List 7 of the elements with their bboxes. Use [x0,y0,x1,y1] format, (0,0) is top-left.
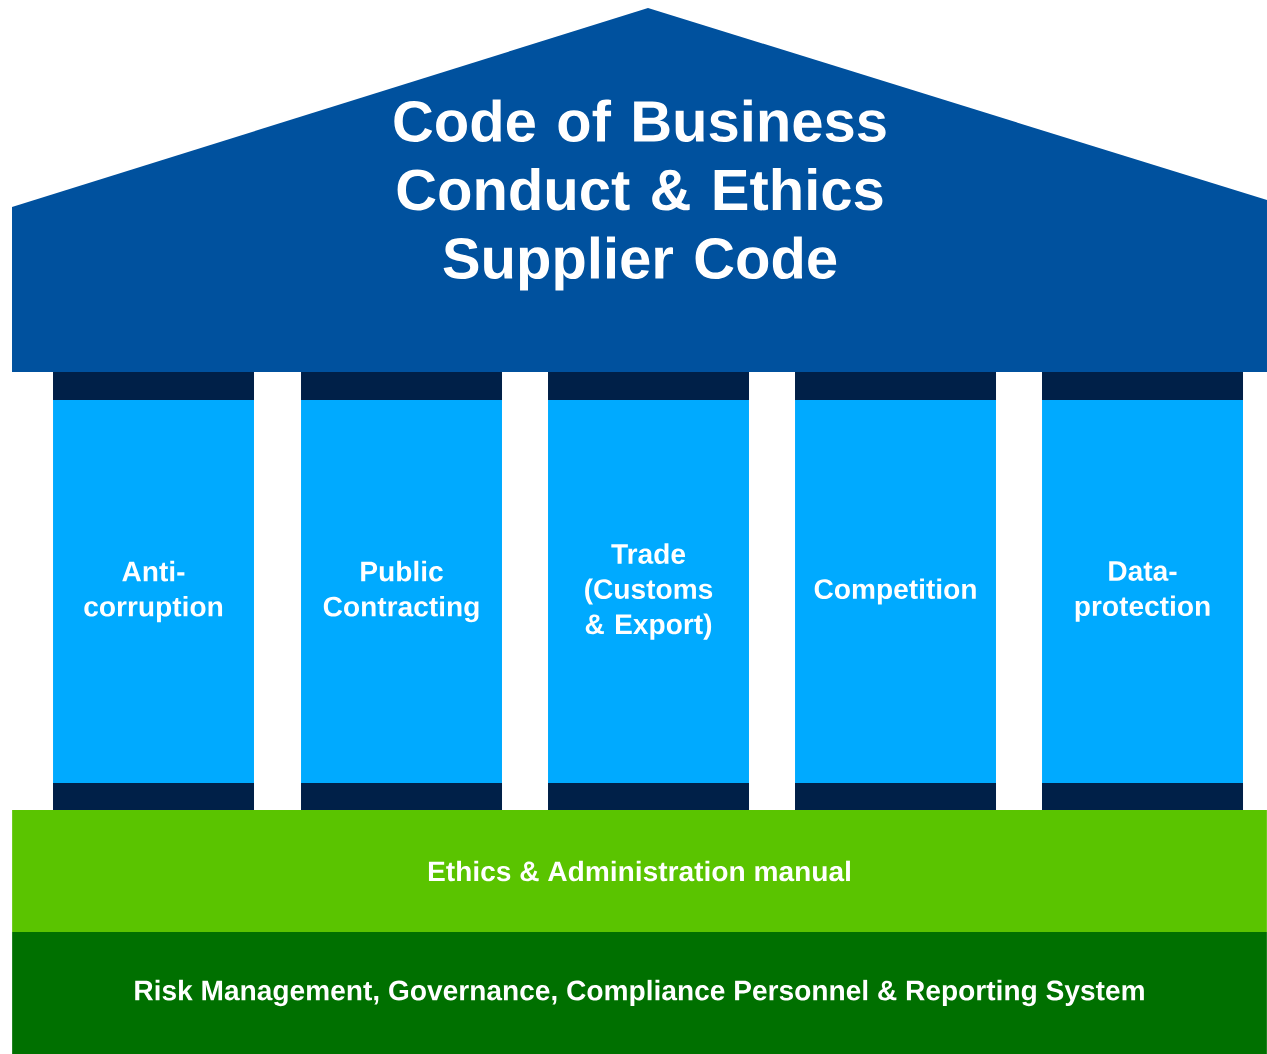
foundation-band: Risk Management, Governance, Compliance Personnel & Reporting System [12,932,1267,1054]
pillar: Anti-corruption [53,372,254,810]
pillar: Competition [795,372,996,810]
pillar: Data-protection [1042,372,1243,810]
foundation-band: Ethics & Administration manual [12,810,1267,932]
pillar: Trade (Customs & Export) [548,372,749,810]
pillar: Public Contracting [301,372,502,810]
